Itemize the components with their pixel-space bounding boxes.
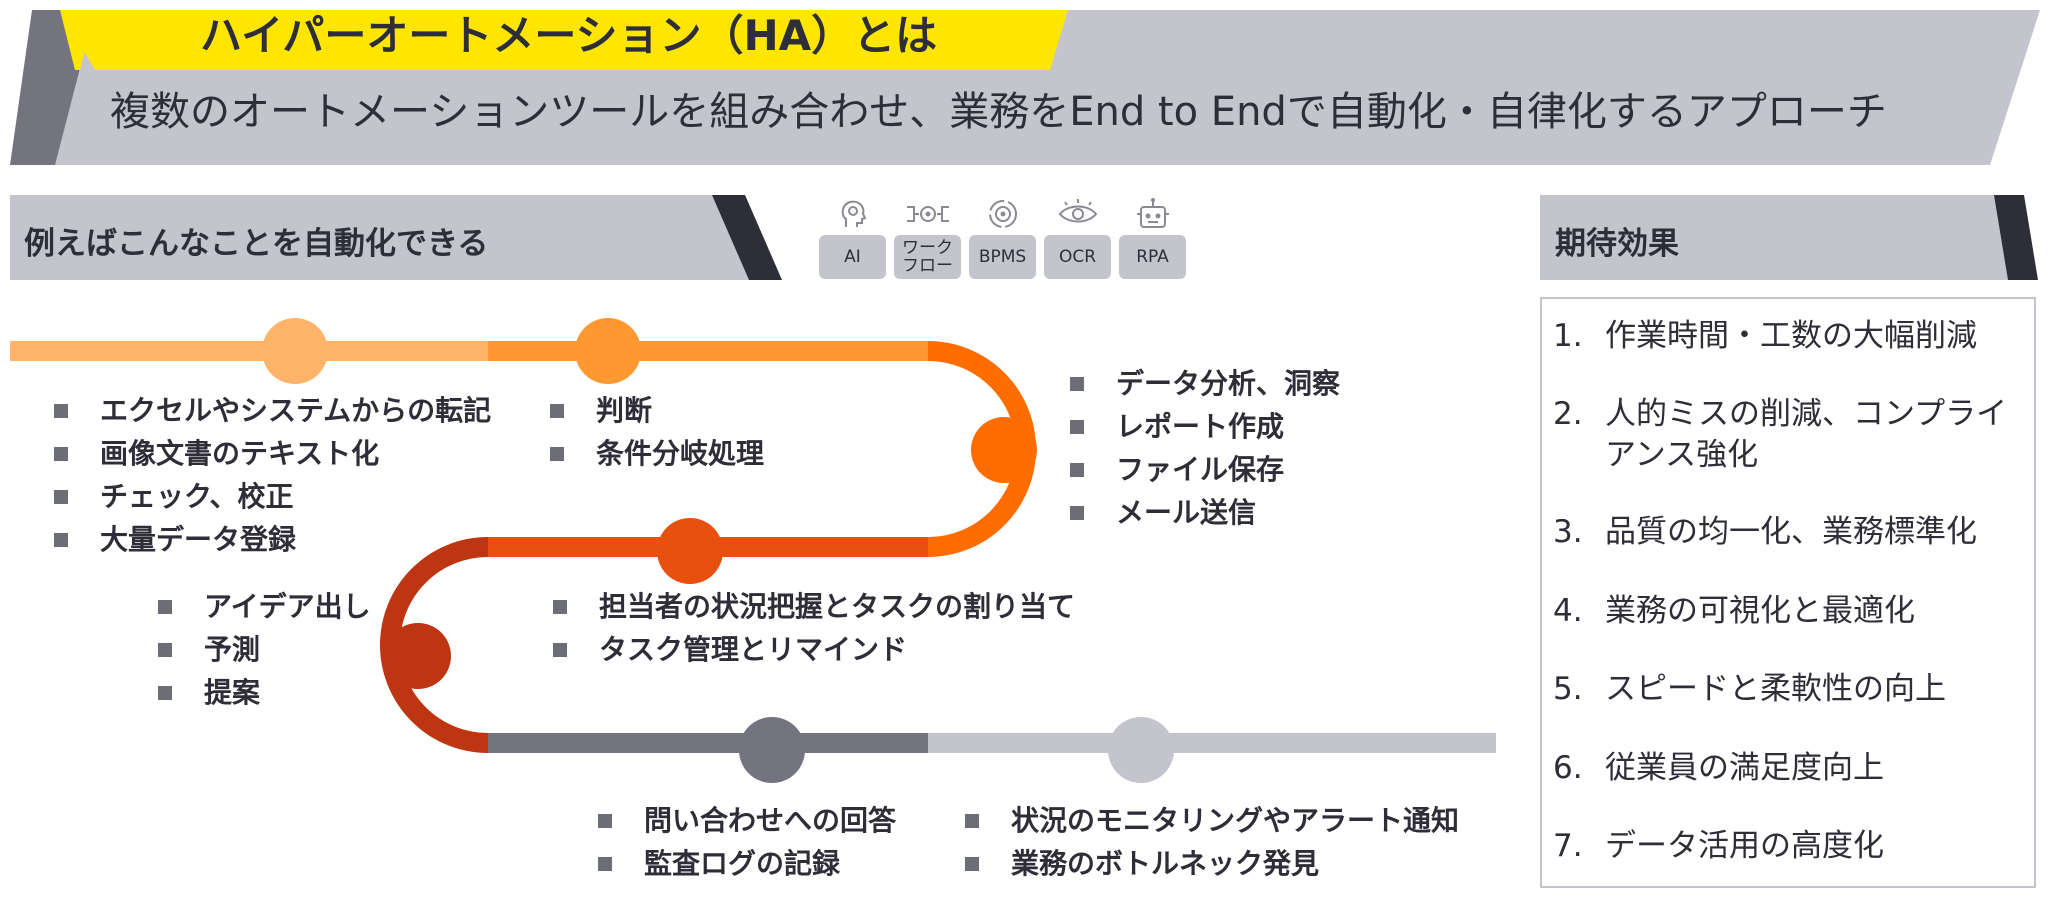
page-title: ハイパーオートメーション（HA）とは (200, 11, 938, 60)
left-section-header (10, 195, 782, 280)
tool-bpms: BPMS (969, 197, 1036, 279)
tool-ocr: OCR (1044, 197, 1111, 279)
list-item: メール送信 (1070, 491, 1340, 534)
list-item: 問い合わせへの回答 (598, 799, 896, 842)
list-item: 大量データ登録 (54, 518, 491, 561)
list-item: タスク管理とリマインド (553, 628, 1075, 671)
list-item: 予測 (158, 628, 371, 671)
list-item: 状況のモニタリングやアラート通知 (965, 799, 1459, 842)
head-ai-icon (841, 200, 866, 227)
path-node-2 (575, 318, 641, 384)
path-node-7 (1108, 717, 1174, 783)
tool-workflow: ワーク フロー (894, 197, 961, 279)
group-1-list: エクセルやシステムからの転記 画像文書のテキスト化 チェック、校正 大量データ登… (54, 389, 491, 561)
group-7-list: 状況のモニタリングやアラート通知 業務のボトルネック発見 (965, 799, 1459, 885)
right-section-header (1540, 195, 2038, 280)
bpms-cycle-icon (988, 200, 1017, 228)
tool-ocr-label: OCR (1044, 235, 1111, 279)
effects-title: 期待効果 (1555, 226, 1679, 262)
tool-workflow-label: ワーク フロー (894, 235, 961, 279)
list-item: 条件分岐処理 (550, 432, 764, 475)
path-node-5 (385, 623, 451, 689)
process-path (10, 318, 1496, 783)
list-item: ファイル保存 (1070, 448, 1340, 491)
tool-rpa: RPA (1119, 197, 1186, 279)
workflow-icon (906, 206, 949, 222)
effect-item-5: 5.スピードと柔軟性の向上 (1553, 671, 1946, 707)
robot-icon (1136, 198, 1169, 228)
path-node-6 (739, 717, 805, 783)
path-node-3 (971, 417, 1037, 483)
list-item: エクセルやシステムからの転記 (54, 389, 491, 432)
left-section-title: 例えばこんなことを自動化できる (24, 226, 489, 262)
tool-ai: AI (819, 197, 886, 279)
list-item: 判断 (550, 389, 764, 432)
path-node-4 (657, 518, 723, 584)
effect-item-1: 1.作業時間・工数の大幅削減 (1553, 318, 1977, 354)
list-item: データ分析、洞察 (1070, 362, 1340, 405)
list-item: 監査ログの記録 (598, 842, 896, 885)
group-5-list: アイデア出し 予測 提案 (158, 585, 371, 714)
group-3-list: データ分析、洞察 レポート作成 ファイル保存 メール送信 (1070, 362, 1340, 534)
group-4-list: 担当者の状況把握とタスクの割り当て タスク管理とリマインド (553, 585, 1075, 671)
page-subtitle: 複数のオートメーションツールを組み合わせ、業務をEnd to Endで自動化・自… (110, 89, 1887, 135)
effects-box (1540, 297, 2036, 888)
list-item: チェック、校正 (54, 475, 491, 518)
list-item: アイデア出し (158, 585, 371, 628)
eye-ocr-icon (1058, 199, 1097, 223)
list-item: 担当者の状況把握とタスクの割り当て (553, 585, 1075, 628)
list-item: レポート作成 (1070, 405, 1340, 448)
list-item: 提案 (158, 671, 371, 714)
effect-item-6: 6.従業員の満足度向上 (1553, 750, 1884, 786)
effect-item-4: 4.業務の可視化と最適化 (1553, 593, 1915, 629)
tool-bpms-label: BPMS (969, 235, 1036, 279)
list-item: 業務のボトルネック発見 (965, 842, 1459, 885)
tool-rpa-label: RPA (1119, 235, 1186, 279)
header-banner (10, 10, 2040, 165)
effect-item-7: 7.データ活用の高度化 (1553, 828, 1884, 864)
group-6-list: 問い合わせへの回答 監査ログの記録 (598, 799, 896, 885)
tool-ai-label: AI (819, 235, 886, 279)
group-2-list: 判断 条件分岐処理 (550, 389, 764, 475)
effect-item-2: 2.人的ミスの削減、コンプライアンス強化 (1553, 396, 2008, 473)
list-item: 画像文書のテキスト化 (54, 432, 491, 475)
path-node-1 (262, 318, 328, 384)
effect-item-3: 3.品質の均一化、業務標準化 (1553, 514, 1977, 550)
